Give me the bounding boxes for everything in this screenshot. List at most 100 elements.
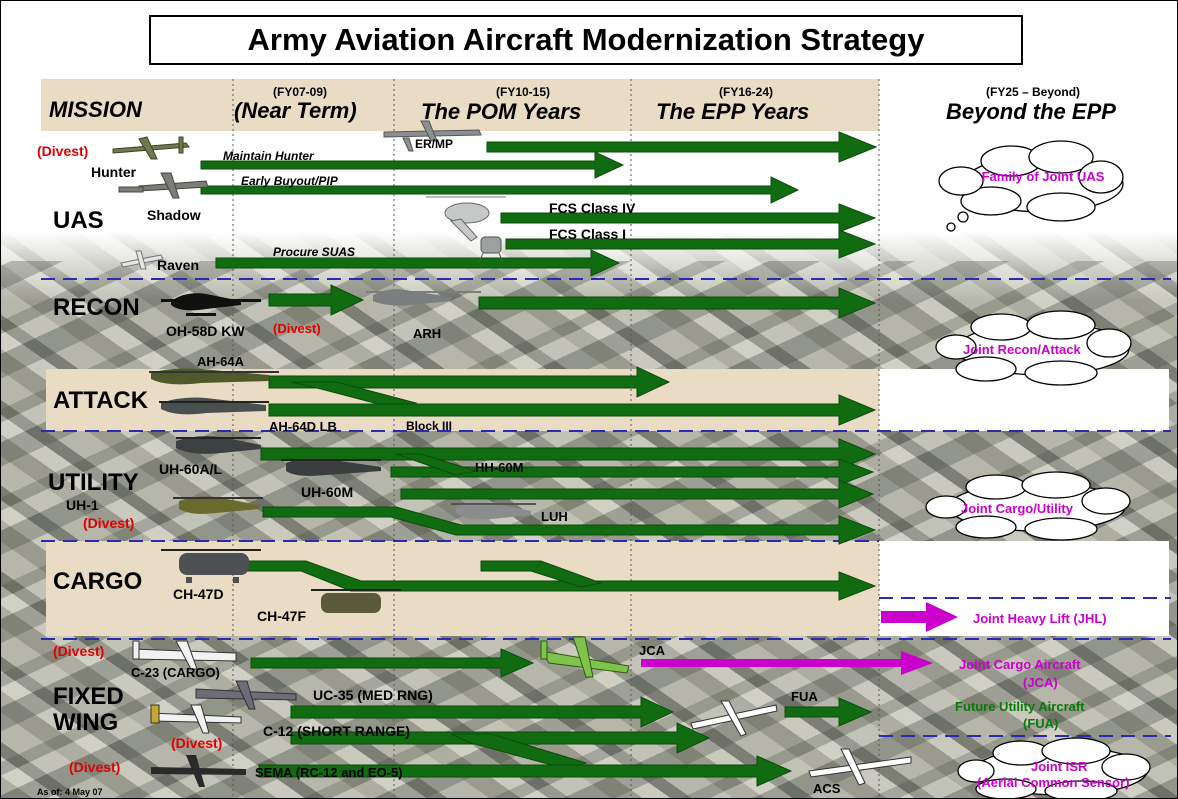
arrow-utility-branch: [395, 453, 477, 476]
fixed-wing-divest-label-3: (Divest): [69, 759, 121, 775]
er-mp-uav-icon: [383, 120, 482, 152]
uc-35-label: UC-35 (MED RNG): [313, 687, 433, 703]
arrow-jca-future: [641, 651, 933, 675]
ch-47f-icon: [311, 589, 401, 613]
arrow-jhl: [881, 602, 958, 632]
header-near-term: (Near Term): [234, 98, 357, 123]
ah-64d-label: AH-64D LB: [269, 419, 337, 434]
procure-suas-label: Procure SUAS: [273, 245, 356, 259]
header-beyond: Beyond the EPP: [946, 99, 1116, 124]
uh-60al-icon: [176, 436, 261, 454]
aircraft-icons: [112, 120, 912, 787]
period-dividers: [232, 79, 880, 798]
thought-clouds: [925, 140, 1151, 798]
aerial-common-sensor-label: (Aerial Common Sensor): [977, 775, 1130, 790]
jca-icon: [539, 636, 630, 678]
arrow-early-buyout: [200, 176, 800, 204]
uh-60m-label: UH-60M: [301, 484, 354, 500]
cloud-joint-cargo-utility-label: Joint Cargo/Utility: [961, 501, 1073, 516]
fixed-wing-divest-label-2: (Divest): [171, 735, 223, 751]
arrow-hh60m: [390, 458, 875, 486]
section-uas: UAS: [53, 207, 104, 234]
fcs-class-iv-label: FCS Class IV: [549, 200, 636, 216]
header-near-term-fy: (FY07-09): [273, 85, 328, 99]
joint-cargo-aircraft-label: Joint Cargo Aircraft: [959, 657, 1081, 672]
luh-label: LUH: [541, 509, 568, 524]
ah-64d-icon: [159, 397, 269, 415]
sema-icon: [151, 755, 246, 787]
section-fixed-wing-1: FIXED: [53, 683, 124, 710]
raven-label: Raven: [157, 257, 200, 273]
uh-1-icon: [173, 496, 263, 514]
c-23-icon: [132, 640, 237, 670]
oh-58d-label: OH-58D KW: [166, 323, 245, 339]
arrow-arh: [478, 287, 877, 319]
header-band: [41, 79, 879, 131]
utility-divest-label: (Divest): [83, 515, 135, 531]
as-of-date: As of: 4 May 07: [37, 787, 103, 797]
oh-58d-icon: [161, 293, 261, 316]
header-epp: The EPP Years: [656, 99, 810, 124]
uh-1-label: UH-1: [66, 497, 99, 513]
future-utility-aircraft-abbrev: (FUA): [1023, 716, 1059, 731]
magenta-arrows: [641, 602, 958, 675]
arrow-fua: [784, 697, 873, 727]
cloud-joint-uas: [938, 140, 1124, 232]
section-recon: RECON: [53, 294, 140, 321]
uh-60al-label: UH-60A/L: [159, 461, 223, 477]
arrow-procure-suas: [215, 249, 621, 277]
sema-label: SEMA (RC-12 and EO-5): [255, 765, 403, 780]
fixed-wing-divest-label-1: (Divest): [53, 643, 105, 659]
ch-47d-icon: [161, 549, 261, 583]
section-utility: UTILITY: [48, 469, 139, 496]
future-utility-aircraft-label: Future Utility Aircraft: [955, 699, 1085, 714]
header-mission: MISSION: [49, 97, 142, 122]
ah-64a-label: AH-64A: [197, 354, 244, 369]
section-fixed-wing-2: WING: [53, 709, 119, 736]
cloud-cargo-utility: [925, 471, 1131, 541]
early-buyout-label: Early Buyout/PIP: [241, 174, 338, 188]
jca-label: JCA: [639, 643, 666, 658]
fcs-class-i-icon: [478, 236, 504, 264]
shadow-label: Shadow: [147, 207, 201, 223]
c-12-icon: [150, 704, 242, 734]
hunter-label: Hunter: [91, 164, 137, 180]
acs-jet-icon: [808, 748, 912, 786]
hh-60m-label: HH-60M: [475, 460, 524, 475]
fua-label: FUA: [791, 689, 818, 704]
luh-icon: [451, 502, 536, 520]
section-attack: ATTACK: [53, 387, 149, 414]
cloud-family-joint-uas-label: Family of Joint UAS: [981, 169, 1105, 184]
page-title: Army Aviation Aircraft Modernization Str…: [247, 22, 925, 57]
fua-jet-icon: [690, 700, 778, 737]
header-pom: The POM Years: [421, 99, 582, 124]
c-12-label: C-12 (SHORT RANGE): [263, 723, 411, 739]
header-pom-fy: (FY10-15): [496, 85, 551, 99]
arrow-uh1-luh: [262, 506, 877, 545]
cloud-joint-recon-attack-label: Joint Recon/Attack: [963, 342, 1081, 357]
arrow-sema: [258, 755, 793, 787]
arrow-uh60m: [400, 479, 875, 509]
title-box: Army Aviation Aircraft Modernization Str…: [149, 15, 1023, 65]
arrow-ah64d: [268, 394, 877, 426]
joint-cargo-aircraft-abbrev: (JCA): [1023, 675, 1058, 690]
joint-heavy-lift-label: Joint Heavy Lift (JHL): [973, 611, 1107, 626]
header-epp-fy: (FY16-24): [719, 85, 774, 99]
maintain-hunter-label: Maintain Hunter: [223, 149, 314, 163]
ah-64a-icon: [149, 368, 279, 385]
raven-uav-icon: [120, 250, 164, 270]
arh-icon: [366, 289, 481, 306]
arrow-ch47d: [245, 560, 877, 601]
uh-60m-icon: [281, 458, 381, 476]
attack-white-band: [879, 369, 1169, 431]
section-dividers: [41, 278, 1171, 737]
arrow-cargo-crossover: [480, 560, 603, 588]
ch-47f-label: CH-47F: [257, 608, 307, 624]
c-23-label: C-23 (CARGO): [131, 665, 220, 680]
arh-label: ARH: [413, 326, 442, 341]
shadow-uav-icon: [118, 172, 209, 199]
cloud-joint-isr: [957, 737, 1151, 798]
arrow-maintain-hunter: [200, 151, 625, 179]
